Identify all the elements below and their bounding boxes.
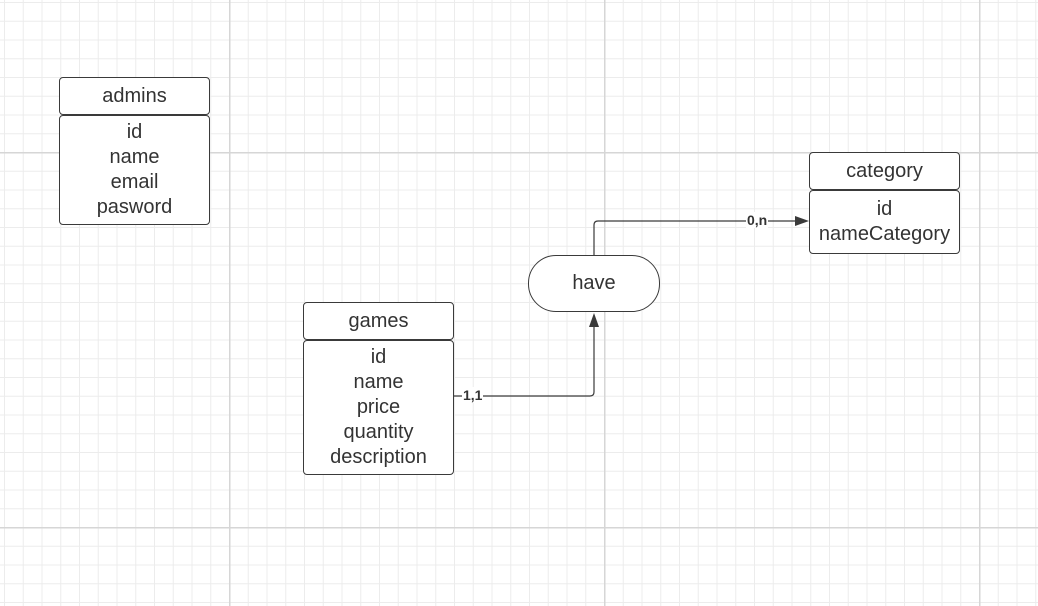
- field-admins-password: pasword: [96, 196, 173, 218]
- entity-games-title: games: [348, 309, 409, 332]
- entity-admins-title: admins: [102, 84, 167, 107]
- connector-games-have[interactable]: [454, 326, 595, 397]
- entity-category-body[interactable]: id nameCategory: [809, 190, 960, 254]
- field-category-id: id: [876, 198, 893, 220]
- entity-games-body[interactable]: id name price quantity description: [303, 340, 454, 475]
- arrowhead-category: [795, 216, 809, 226]
- entity-category[interactable]: category id nameCategory: [809, 152, 960, 254]
- field-category-namecategory: nameCategory: [818, 223, 951, 245]
- entity-category-title: category: [846, 159, 923, 182]
- field-games-name: name: [353, 371, 404, 393]
- entity-admins[interactable]: admins id name email pasword: [59, 77, 210, 225]
- entity-admins-header[interactable]: admins: [59, 77, 210, 115]
- entity-category-header[interactable]: category: [809, 152, 960, 190]
- connector-have-category[interactable]: [593, 220, 796, 256]
- entity-games[interactable]: games id name price quantity description: [303, 302, 454, 475]
- arrowhead-have: [589, 313, 599, 327]
- field-games-description: description: [330, 446, 427, 468]
- entity-admins-body[interactable]: id name email pasword: [59, 115, 210, 225]
- entity-games-header[interactable]: games: [303, 302, 454, 340]
- relation-have[interactable]: have: [528, 255, 660, 312]
- field-admins-email: email: [110, 171, 159, 193]
- relation-have-label: have: [572, 272, 616, 294]
- cardinality-have-category: 0,n: [746, 212, 769, 228]
- field-games-price: price: [356, 396, 401, 418]
- field-admins-name: name: [109, 146, 160, 168]
- cardinality-games-have: 1,1: [462, 387, 484, 403]
- field-games-id: id: [370, 346, 387, 368]
- field-admins-id: id: [126, 121, 143, 143]
- field-games-quantity: quantity: [343, 421, 414, 443]
